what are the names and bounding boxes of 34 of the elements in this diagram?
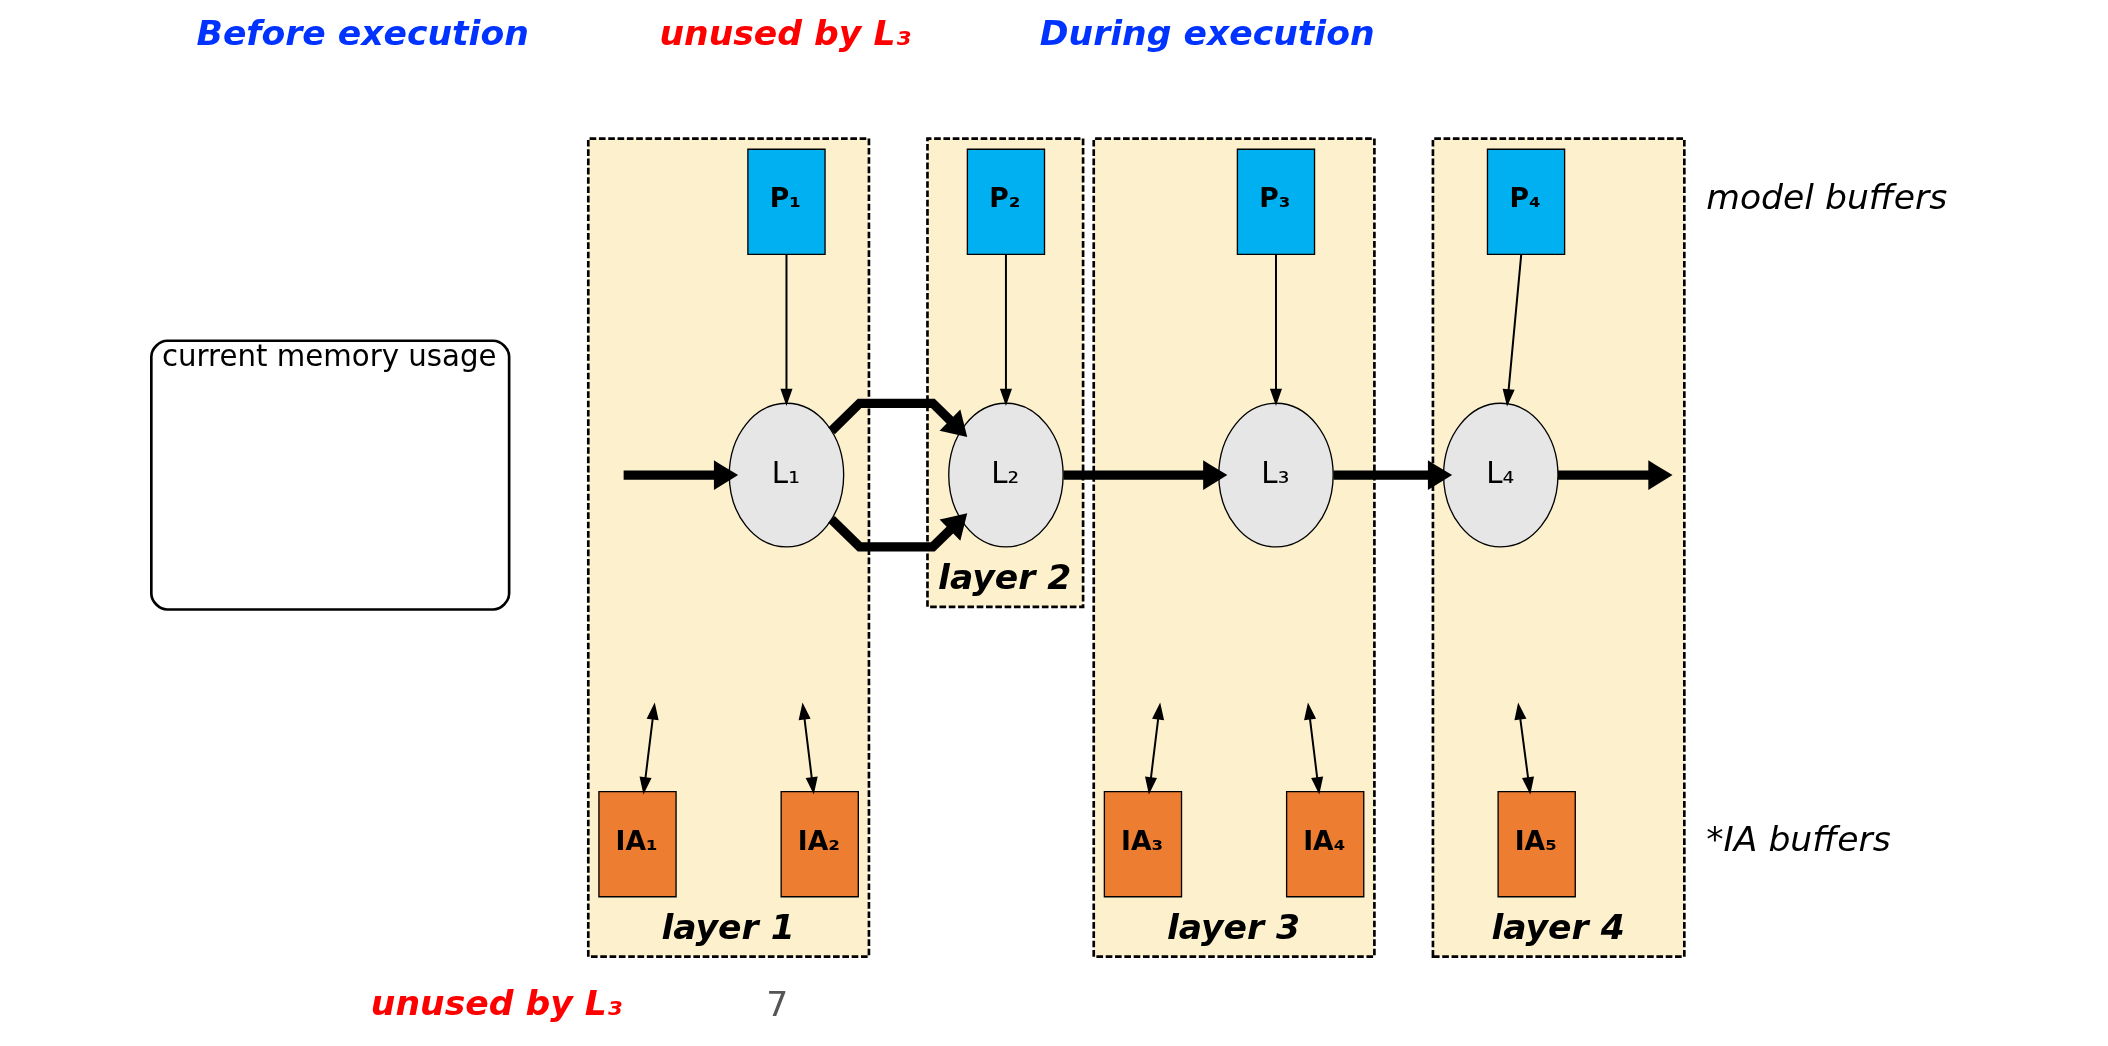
node-box: IA₃	[1103, 791, 1182, 898]
label: model buffers	[1705, 176, 1947, 217]
label: Before execution	[196, 13, 529, 54]
label: 7	[765, 984, 788, 1025]
label: *IA buffers	[1705, 819, 1891, 860]
arrow	[779, 253, 793, 406]
arrow	[999, 253, 1012, 406]
arrow	[1269, 253, 1282, 406]
node-box: IA₂	[780, 791, 859, 898]
node-ellipse: L₃	[1217, 402, 1334, 548]
node-box: IA₅	[1496, 791, 1576, 898]
arrow	[639, 702, 659, 795]
node-ellipse: L₄	[1442, 402, 1559, 548]
node-box: IA₄	[1285, 791, 1364, 898]
node-box: current memory usage	[149, 339, 510, 611]
arrow	[1303, 702, 1323, 795]
node-box: P₄	[1486, 148, 1565, 255]
arrow	[1062, 460, 1227, 490]
arrow	[1502, 253, 1522, 407]
arrow	[623, 460, 738, 490]
label: unused by L₃	[658, 13, 911, 54]
arrow	[1557, 460, 1673, 490]
arrow	[798, 702, 818, 795]
node-ellipse: L₂	[947, 402, 1064, 548]
arrow	[1333, 460, 1452, 490]
node-box: IA₁	[597, 791, 677, 898]
arrow	[1513, 702, 1534, 795]
label: unused by L₃	[370, 982, 622, 1023]
node-box: P₁	[746, 148, 826, 255]
label: During execution	[1039, 13, 1375, 54]
node-ellipse: L₁	[728, 402, 844, 548]
node-box: P₂	[966, 148, 1045, 255]
node-box: P₃	[1236, 148, 1315, 255]
arrow	[1144, 702, 1164, 795]
